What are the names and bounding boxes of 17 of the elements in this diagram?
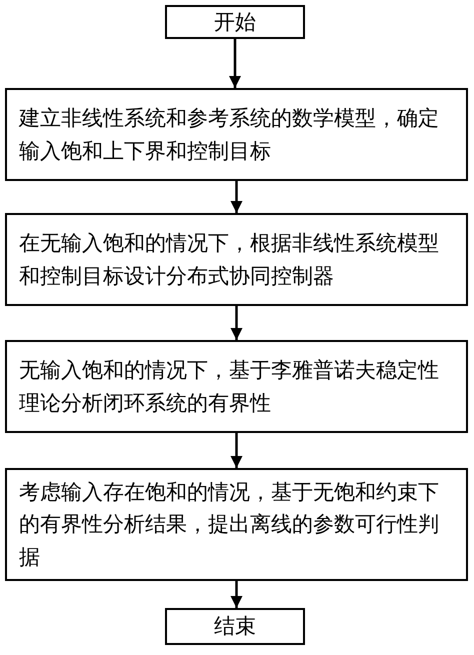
step-text: 建立非线性系统和参考系统的数学模型，确定输入饱和上下界和控制目标 — [19, 104, 440, 164]
arrow — [230, 581, 242, 608]
step-text: 结束 — [214, 613, 256, 640]
arrow — [230, 306, 242, 340]
step-text: 无输入饱和的情况下，基于李雅普诺夫稳定性理论分析闭环系统的有界性 — [19, 356, 440, 416]
process-box — [5, 468, 468, 581]
step-text: 开始 — [214, 8, 256, 36]
process-box — [5, 340, 468, 433]
process-box — [5, 88, 468, 181]
arrow — [230, 433, 242, 468]
arrow — [229, 39, 241, 88]
terminal-box — [165, 608, 305, 645]
process-box — [5, 213, 468, 306]
step-text: 考虑输入存在饱和的情况，基于无饱和约束下的有界性分析结果，提出离线的参数可行性判据 — [19, 478, 440, 571]
terminal-box — [165, 5, 305, 39]
arrow — [230, 181, 242, 213]
step-text: 在无输入饱和的情况下，根据非线性系统模型和控制目标设计分布式协同控制器 — [19, 230, 440, 290]
